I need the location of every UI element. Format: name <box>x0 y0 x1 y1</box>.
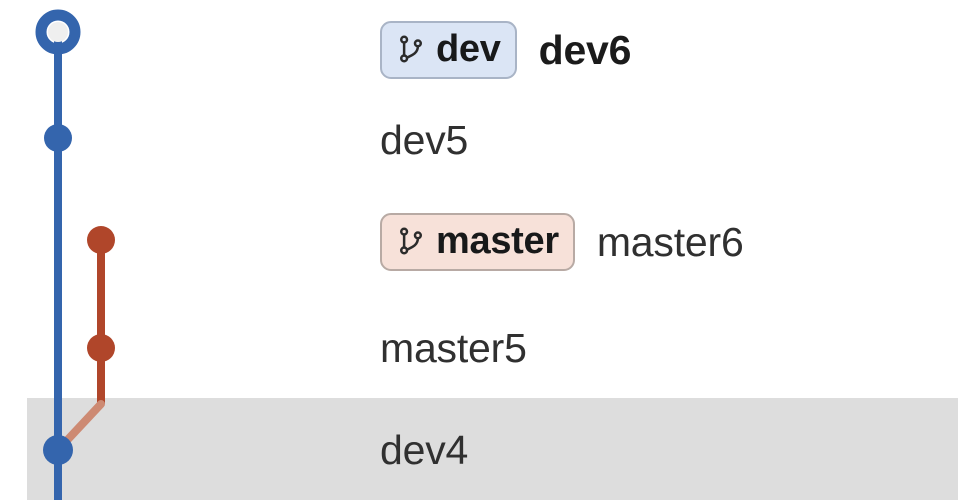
commit-row-dev4[interactable]: dev4 <box>380 400 958 500</box>
commit-subject-master5: master5 <box>380 324 527 371</box>
commit-row-master5[interactable]: master5 <box>380 298 958 398</box>
commit-subject-master6: master6 <box>596 218 744 265</box>
branch-badge-master[interactable]: master <box>380 213 575 271</box>
git-branch-icon <box>399 35 422 63</box>
selected-row-highlight[interactable] <box>27 398 958 500</box>
commit-subject-dev6: dev6 <box>538 26 632 73</box>
commit-subject-dev5: dev5 <box>380 116 469 163</box>
branch-badge-dev[interactable]: dev <box>380 21 517 79</box>
branch-badge-dev-label: dev <box>436 28 501 70</box>
commit-row-dev6[interactable]: dev dev6 <box>380 0 958 100</box>
commit-row-dev5[interactable]: dev5 <box>380 90 958 190</box>
branch-badge-master-label: master <box>436 220 559 262</box>
git-branch-icon <box>399 227 422 255</box>
commit-subject-dev4: dev4 <box>380 426 469 473</box>
commit-row-master6[interactable]: master master6 <box>380 192 958 292</box>
